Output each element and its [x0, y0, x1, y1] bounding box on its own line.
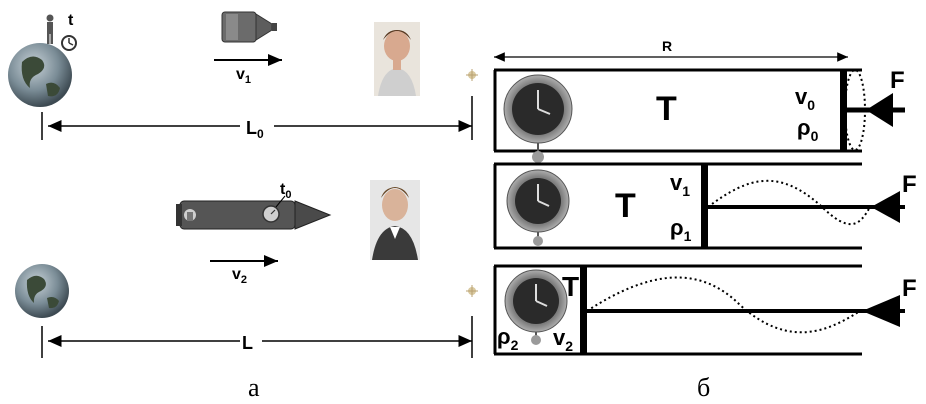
time-proper-label: t0 [280, 181, 291, 201]
length-contracted-label: L [242, 333, 253, 353]
force-label-row-2: F [902, 171, 917, 198]
piston-3 [580, 266, 587, 354]
tube-row-1: T v0 ρ0 [493, 68, 905, 163]
pendulum-clock-icon-2 [506, 169, 570, 246]
speed-label-row-1: v0 [795, 84, 815, 113]
passenger-photo [370, 180, 420, 260]
tube-row-3: T v2 ρ2 [493, 264, 905, 356]
earth-top [8, 43, 72, 107]
pendulum-clock-icon-3 [504, 269, 568, 345]
length-proper-label: L0 [246, 118, 264, 141]
rocket-small-icon [221, 11, 277, 43]
speed-label-row-3: v2 [553, 325, 573, 354]
piston-1 [840, 70, 847, 151]
stopwatch-icon-top [61, 35, 77, 51]
blank-patch-1 [104, 258, 158, 344]
velocity-2-label: v2 [232, 266, 247, 286]
panel-a: t v1 L0 [8, 11, 478, 402]
pendulum-clock-icon-1 [503, 74, 573, 163]
time-label: t [68, 12, 74, 29]
density-label-row-1: ρ0 [797, 115, 819, 144]
force-label-row-3: F [902, 275, 917, 302]
observer-figure [46, 14, 54, 44]
star-icon-bottom [466, 285, 478, 297]
density-label-row-3: ρ2 [497, 324, 519, 353]
radius-label: R [662, 38, 672, 54]
rocket-long-icon [176, 195, 332, 230]
earth-bottom [15, 264, 69, 318]
tube-row-2: T v1 ρ1 [493, 162, 905, 250]
panel-b: R T v0 ρ0 F [493, 38, 917, 402]
time-label-row-2: T [615, 187, 636, 225]
force-label-row-1: F [890, 67, 905, 94]
star-icon-top [466, 69, 478, 81]
velocity-1-label: v1 [236, 66, 251, 86]
astronaut-photo [374, 22, 420, 96]
time-label-row-1: T [656, 90, 677, 128]
piston-2 [701, 164, 708, 248]
caption-a: а [248, 373, 260, 402]
time-label-row-3: T [562, 271, 579, 302]
speed-label-row-2: v1 [670, 170, 690, 199]
caption-b: б [697, 373, 710, 402]
blank-patch-2 [310, 266, 384, 338]
density-label-row-2: ρ1 [670, 215, 692, 244]
